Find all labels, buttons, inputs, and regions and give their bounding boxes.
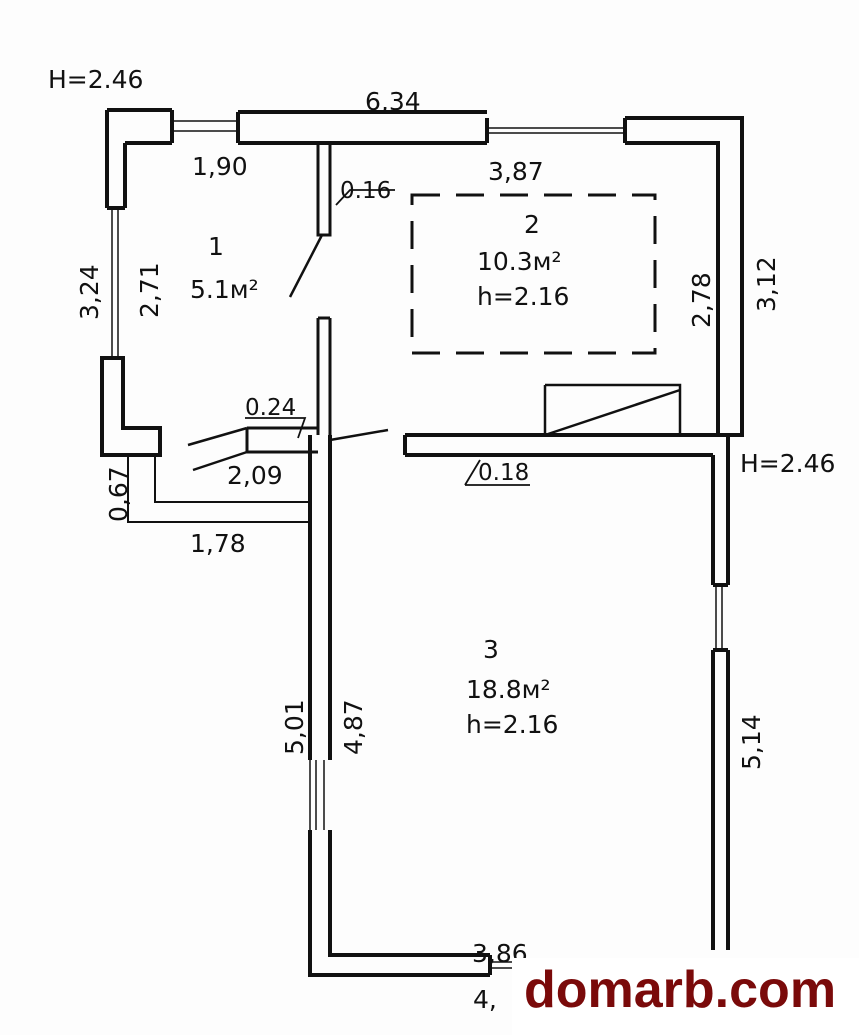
room-3-area: 18.8м² bbox=[466, 675, 551, 704]
dim-room3-left-outer: 5,01 bbox=[280, 699, 309, 755]
dim-right-outer: 3,12 bbox=[752, 256, 781, 312]
room-2-area: 10.3м² bbox=[477, 247, 562, 276]
dim-left-inner: 2,71 bbox=[135, 262, 164, 318]
walls bbox=[100, 108, 744, 977]
dim-partition-018: 0.18 bbox=[478, 460, 529, 486]
dim-room3-right: 5,14 bbox=[737, 714, 766, 770]
dim-partition-024: 0.24 bbox=[245, 395, 296, 421]
room-2-number: 2 bbox=[524, 210, 540, 239]
height-label-top-left: H=2.46 bbox=[48, 65, 143, 94]
room-2-height: h=2.16 bbox=[477, 282, 569, 311]
height-label-right: H=2.46 bbox=[740, 449, 835, 478]
dim-top-window: 1,90 bbox=[192, 152, 248, 181]
room-1-number: 1 bbox=[208, 232, 224, 261]
dim-room2-right: 2,78 bbox=[687, 272, 716, 328]
room-2-outline bbox=[410, 193, 657, 355]
doors bbox=[187, 189, 682, 486]
windows bbox=[111, 120, 723, 969]
dim-top-outer: 6,34 bbox=[365, 87, 421, 116]
watermark: domarb.com bbox=[512, 958, 859, 1035]
dim-vestibule-outer: 1,78 bbox=[190, 529, 246, 558]
dim-left-outer: 3,24 bbox=[75, 264, 104, 320]
dim-partition-016: 0.16 bbox=[340, 178, 391, 204]
room-3-height: h=2.16 bbox=[466, 710, 558, 739]
watermark-text: domarb.com bbox=[524, 961, 837, 1019]
dim-vestibule-inner: 2,09 bbox=[227, 461, 283, 490]
room-1-area: 5.1м² bbox=[190, 275, 259, 304]
dim-room3-left-inner: 4,87 bbox=[339, 699, 368, 755]
dim-bottom-outer: 4, bbox=[473, 985, 497, 1014]
dim-top-inner-right: 3,87 bbox=[488, 157, 544, 186]
dim-vestibule-depth: 0,67 bbox=[104, 466, 133, 522]
room-3-number: 3 bbox=[483, 635, 499, 664]
